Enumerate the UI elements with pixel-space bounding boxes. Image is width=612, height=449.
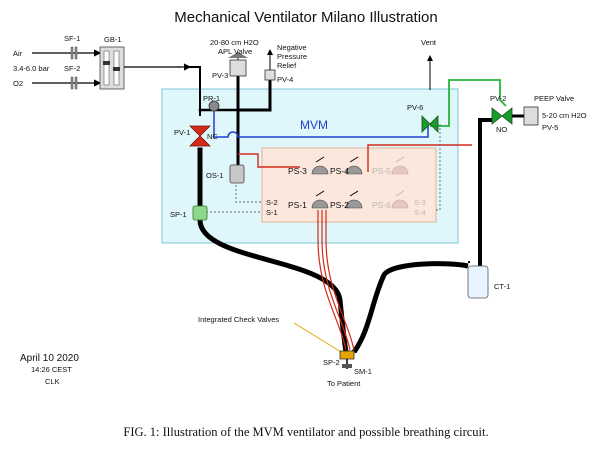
svg-text:PS-5: PS-5	[372, 166, 391, 176]
svg-text:20-80 cm H2O: 20-80 cm H2O	[210, 38, 259, 47]
ps6-sensor: PS-6	[372, 190, 409, 210]
pv4-relief-valve: Negative Pressure Relief PV-4	[264, 43, 307, 84]
pr1-regulator: PR-1	[203, 94, 220, 112]
svg-text:5-20 cm H2O: 5-20 cm H2O	[542, 111, 587, 120]
blue-pilot-line	[213, 110, 429, 138]
svg-text:To Patient: To Patient	[327, 379, 361, 388]
svg-text:PS-4: PS-4	[330, 166, 349, 176]
svg-text:CLK: CLK	[45, 377, 60, 386]
vent-label: Vent	[421, 38, 437, 47]
ps2-sensor: PS-2	[330, 190, 363, 210]
svg-text:Integrated Check Valves: Integrated Check Valves	[198, 315, 279, 324]
mvm-label: MVM	[300, 118, 328, 132]
svg-text:PV-5: PV-5	[542, 123, 558, 132]
ps5-sensor: PS-5	[372, 156, 409, 176]
date-stamp: April 10 2020 14:26 CEST CLK	[20, 353, 79, 386]
svg-text:SF-1: SF-1	[64, 34, 80, 43]
pv5-valve: PEEP Valve 5-20 cm H2O PV-5	[523, 94, 587, 132]
o2-label: O2	[13, 79, 23, 88]
pv6-valve: PV-6	[407, 103, 439, 133]
pressure-sensors: PS-3 PS-4 PS-5 PS-1 PS-2 PS-6	[288, 156, 409, 210]
expiratory-tube	[351, 261, 469, 354]
svg-text:14:26 CEST: 14:26 CEST	[31, 365, 72, 374]
svg-text:PV-3: PV-3	[212, 71, 228, 80]
svg-text:PS-1: PS-1	[288, 200, 307, 210]
svg-text:Relief: Relief	[277, 61, 297, 70]
svg-text:SP-1: SP-1	[170, 210, 187, 219]
green-vent-line	[430, 79, 507, 127]
os1-oxygen-sensor: OS-1	[206, 164, 245, 184]
pv3-apl-valve: 20-80 cm H2O APL Valve PV-3	[210, 38, 259, 80]
svg-text:PS-3: PS-3	[288, 166, 307, 176]
svg-text:April 10 2020: April 10 2020	[20, 353, 79, 364]
svg-text:SF-2: SF-2	[64, 64, 80, 73]
svg-text:PS-2: PS-2	[330, 200, 349, 210]
red-sense-lines	[238, 144, 472, 351]
svg-text:Negative: Negative	[277, 43, 307, 52]
pv2-peep-valve: PV-2 NO	[490, 94, 513, 134]
air-label: Air	[13, 49, 23, 58]
svg-text:CT-1: CT-1	[494, 282, 510, 291]
svg-text:SM-1: SM-1	[354, 367, 372, 376]
svg-text:PV-2: PV-2	[490, 94, 506, 103]
svg-text:OS-1: OS-1	[206, 171, 224, 180]
ps1-sensor: PS-1	[288, 190, 329, 210]
figure-caption: FIG. 1: Illustration of the MVM ventilat…	[123, 425, 489, 439]
svg-text:PS-6: PS-6	[372, 200, 391, 210]
svg-text:Pressure: Pressure	[277, 52, 307, 61]
svg-text:PEEP Valve: PEEP Valve	[534, 94, 574, 103]
ps3-sensor: PS-3	[288, 156, 329, 176]
s4-label: S-4	[414, 208, 426, 217]
expiratory-pipe	[478, 118, 492, 266]
pressure-label: 3.4-6.0 bar	[13, 64, 50, 73]
svg-text:PR-1: PR-1	[203, 94, 220, 103]
s3-label: S-3	[414, 198, 426, 207]
s1-label: S-1	[266, 208, 278, 217]
gas-inlets: Air 3.4-6.0 bar O2 SF-1 SF-2	[13, 34, 102, 90]
gb1-blender: GB-1	[99, 35, 125, 90]
sf2-filter: SF-2	[64, 64, 80, 90]
svg-text:PV-6: PV-6	[407, 103, 423, 112]
svg-text:GB-1: GB-1	[104, 35, 122, 44]
svg-text:PV-1: PV-1	[174, 128, 190, 137]
svg-text:PV-4: PV-4	[277, 75, 293, 84]
ct1-condensation-trap: CT-1	[467, 265, 510, 299]
svg-text:NC: NC	[207, 132, 218, 141]
check-valves-callout: Integrated Check Valves	[198, 315, 347, 356]
svg-text:APL Valve: APL Valve	[218, 47, 252, 56]
svg-text:NO: NO	[496, 125, 507, 134]
s2-label: S-2	[266, 198, 278, 207]
svg-text:SP-2: SP-2	[323, 358, 340, 367]
patient-connector: SP-2 SM-1 To Patient	[323, 350, 372, 388]
pv1-valve: PV-1 NC	[174, 125, 218, 147]
ps4-sensor: PS-4	[330, 156, 363, 176]
diagram-title: Mechanical Ventilator Milano Illustratio…	[174, 9, 437, 26]
sp1-flow-sensor: SP-1	[170, 205, 208, 221]
sensor-enclosure	[261, 147, 437, 223]
sf1-filter: SF-1	[64, 34, 80, 60]
